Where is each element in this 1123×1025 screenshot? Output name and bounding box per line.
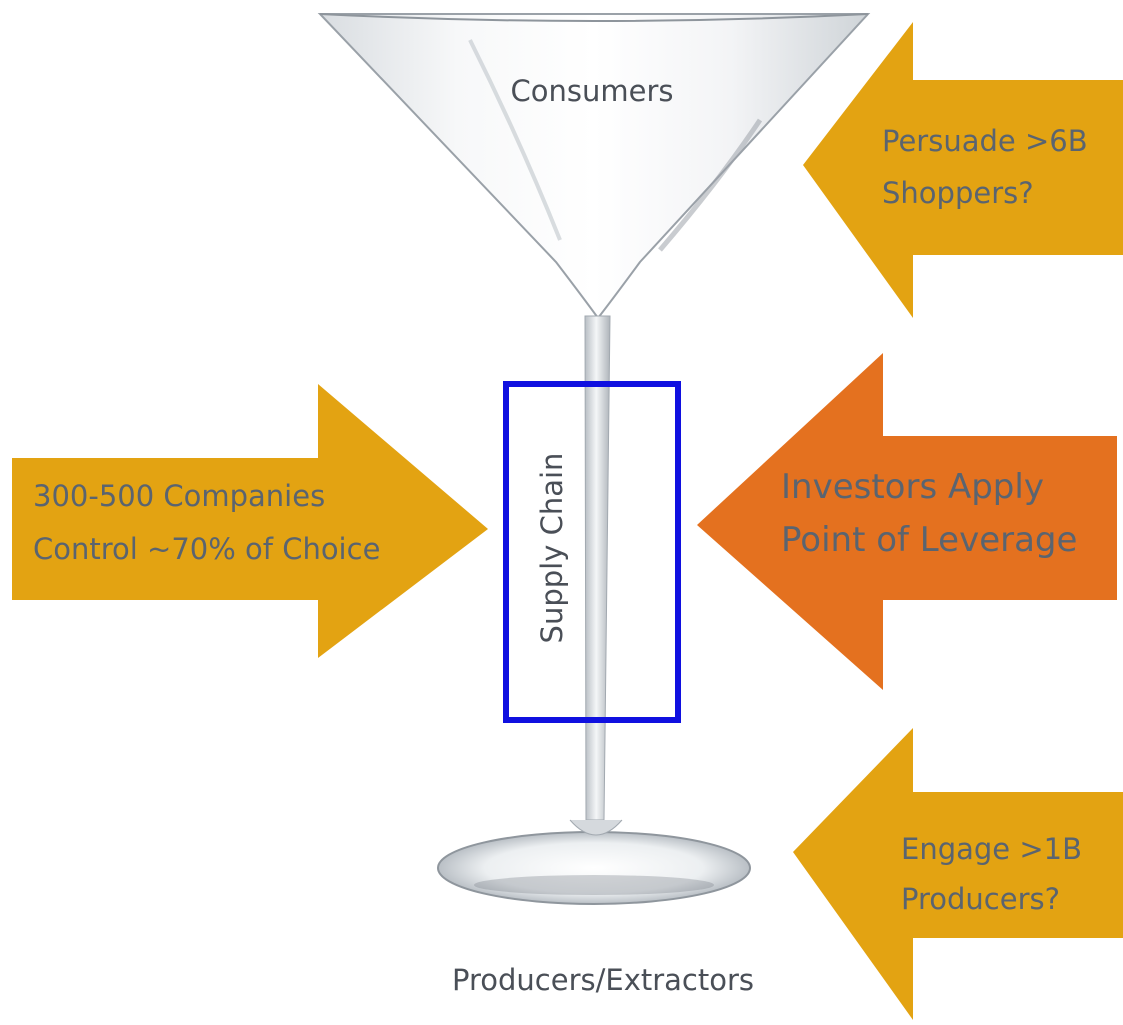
consumers-label: Consumers: [511, 74, 674, 108]
engage-text-line-2: Producers?: [901, 882, 1060, 916]
companies-text-line-1: 300-500 Companies: [33, 479, 325, 513]
supply-chain-box: [503, 381, 681, 723]
producers-extractors-label: Producers/Extractors: [452, 963, 754, 997]
persuade-arrow: [803, 22, 1123, 318]
investors-text-line-2: Point of Leverage: [781, 520, 1077, 560]
glass-base-neck: [569, 819, 623, 836]
companies-text-line-2: Control ~70% of Choice: [33, 532, 380, 566]
glass-bowl: [317, 13, 871, 320]
persuade-text-line-2: Shoppers?: [882, 176, 1034, 210]
glass-bowl-reflection: [468, 39, 562, 241]
glass-base-shadow: [474, 875, 714, 895]
investors-arrow: [697, 353, 1117, 690]
persuade-text-line-1: Persuade >6B: [882, 124, 1088, 158]
companies-arrow: [12, 384, 488, 658]
supply-chain-label: Supply Chain: [535, 453, 569, 644]
investors-text-line-1: Investors Apply: [781, 467, 1044, 507]
glass-bowl-reflection-right: [658, 118, 763, 252]
engage-arrow: [793, 728, 1123, 1020]
glass-stem: [584, 315, 611, 821]
martini-glass: [317, 13, 871, 905]
glass-bowl-rim: [319, 13, 869, 22]
engage-text-line-1: Engage >1B: [901, 832, 1082, 866]
